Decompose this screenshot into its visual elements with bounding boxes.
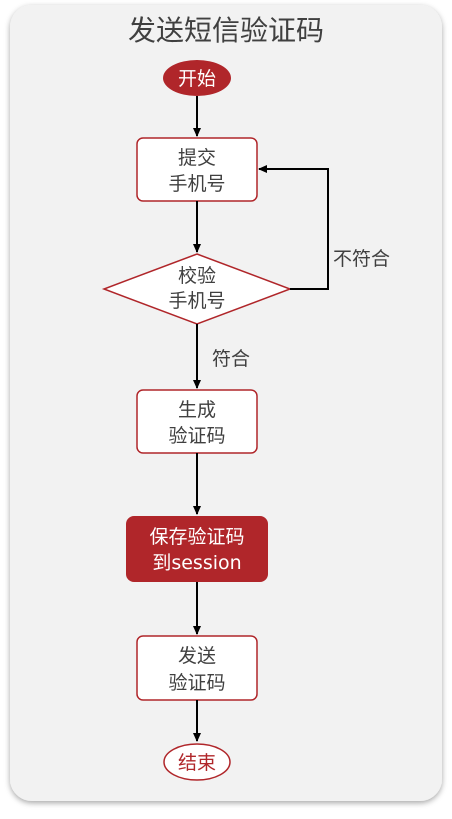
start-node-label: 开始	[178, 68, 216, 90]
submit-phone-label-1: 提交	[178, 147, 216, 169]
save-code-label-1: 保存验证码	[149, 526, 244, 548]
generate-code-label-2: 验证码	[168, 425, 225, 447]
invalid-label: 不符合	[333, 248, 390, 270]
generate-code-label-1: 生成	[178, 399, 216, 421]
valid-label: 符合	[212, 348, 250, 370]
diagram-title: 发送短信验证码	[128, 14, 324, 47]
end-node-label: 结束	[178, 752, 216, 774]
validate-phone-label-2: 手机号	[168, 290, 225, 312]
send-code-label-2: 验证码	[168, 672, 225, 694]
start-node	[163, 60, 231, 96]
end-node	[163, 743, 231, 781]
save-code-label-2: 到session	[152, 552, 241, 574]
arrow-invalid-loop	[258, 165, 329, 290]
save-code-node	[126, 516, 268, 582]
validate-phone-label-1: 校验	[178, 265, 216, 287]
send-code-label-1: 发送	[178, 645, 216, 667]
submit-phone-label-2: 手机号	[168, 173, 225, 195]
